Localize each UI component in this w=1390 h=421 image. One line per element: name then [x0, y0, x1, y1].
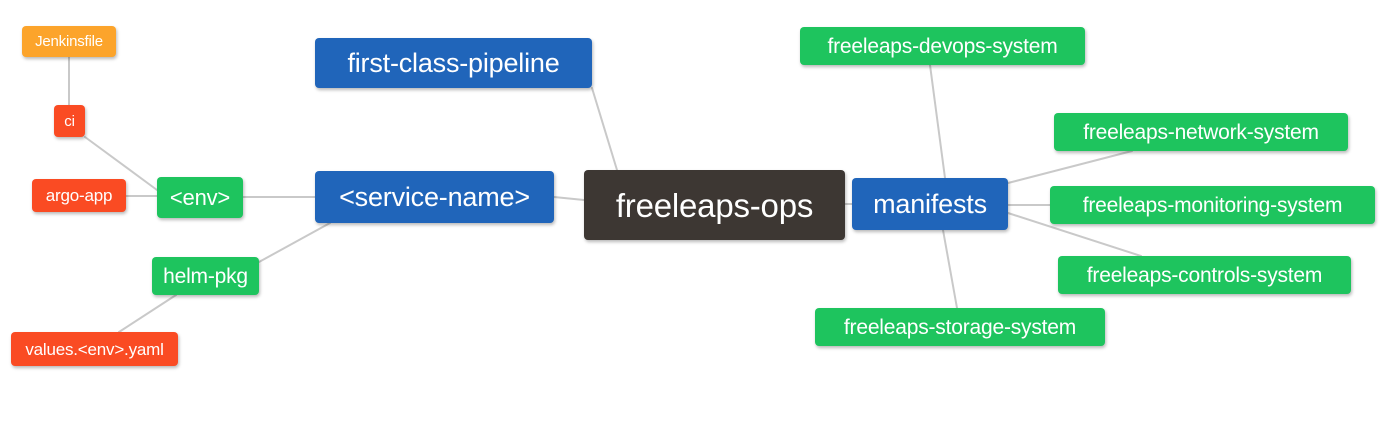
- node-env[interactable]: <env>: [157, 177, 243, 218]
- node-label: helm-pkg: [163, 264, 248, 288]
- node-freeleaps-storage-system[interactable]: freeleaps-storage-system: [815, 308, 1105, 346]
- node-freeleaps-devops-system[interactable]: freeleaps-devops-system: [800, 27, 1085, 65]
- edge-manifests-to-freeleaps-storage-system: [942, 229, 958, 309]
- node-argo-app[interactable]: argo-app: [32, 179, 126, 212]
- node-label: values.<env>.yaml: [25, 339, 164, 359]
- node-freeleaps-controls-system[interactable]: freeleaps-controls-system: [1058, 256, 1351, 294]
- node-label: ci: [64, 112, 75, 130]
- node-helm-pkg[interactable]: helm-pkg: [152, 257, 259, 295]
- node-label: <service-name>: [339, 181, 530, 212]
- edge-manifests-to-freeleaps-network-system: [1007, 150, 1133, 184]
- edge-freeleaps-ops-to-service-name: [553, 196, 585, 201]
- node-manifests[interactable]: manifests: [852, 178, 1008, 230]
- edge-freeleaps-ops-to-first-class-pipeline: [591, 87, 618, 171]
- node-label: <env>: [169, 184, 231, 210]
- node-freeleaps-monitoring-system[interactable]: freeleaps-monitoring-system: [1050, 186, 1375, 224]
- node-first-class-pipeline[interactable]: first-class-pipeline: [315, 38, 592, 88]
- node-jenkinsfile[interactable]: Jenkinsfile: [22, 26, 116, 57]
- node-label: freeleaps-controls-system: [1086, 263, 1323, 287]
- edge-service-name-to-helm-pkg: [258, 222, 331, 263]
- node-label: freeleaps-network-system: [1083, 120, 1319, 144]
- edge-helm-pkg-to-values-env-yaml: [118, 294, 177, 333]
- node-label: first-class-pipeline: [347, 47, 560, 78]
- node-values-env-yaml[interactable]: values.<env>.yaml: [11, 332, 178, 366]
- node-label: freeleaps-ops: [615, 186, 814, 224]
- node-label: freeleaps-monitoring-system: [1082, 193, 1343, 217]
- node-label: manifests: [873, 188, 987, 219]
- node-label: argo-app: [45, 186, 113, 205]
- node-label: Jenkinsfile: [35, 33, 103, 50]
- node-label: freeleaps-storage-system: [843, 315, 1077, 339]
- node-freeleaps-network-system[interactable]: freeleaps-network-system: [1054, 113, 1348, 151]
- node-label: freeleaps-devops-system: [827, 34, 1058, 58]
- edge-manifests-to-freeleaps-devops-system: [929, 64, 946, 179]
- node-service-name[interactable]: <service-name>: [315, 171, 554, 223]
- node-ci[interactable]: ci: [54, 105, 85, 137]
- node-freeleaps-ops[interactable]: freeleaps-ops: [584, 170, 845, 240]
